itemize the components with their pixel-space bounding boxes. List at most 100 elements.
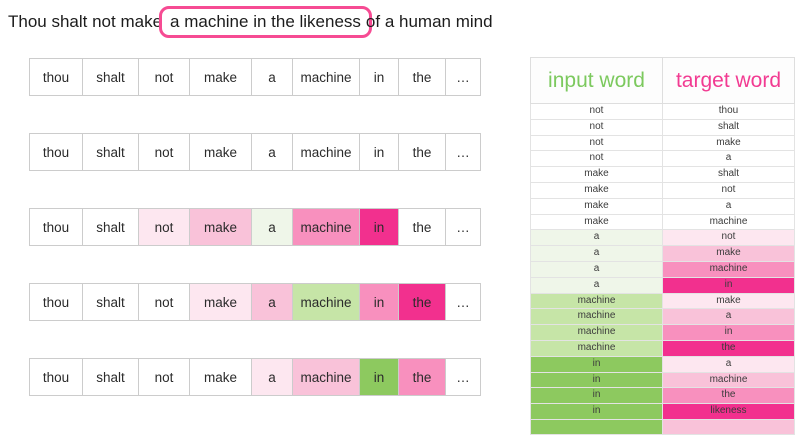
strip-cell: a [251, 133, 293, 171]
input-word-cell: a [530, 245, 663, 262]
strip-cell: make [189, 208, 252, 246]
strip-cell: … [445, 283, 481, 321]
strip-cell: shalt [82, 283, 139, 321]
strip-cell: not [138, 208, 190, 246]
strip-cell: thou [29, 283, 83, 321]
input-word-cell: not [530, 150, 663, 168]
target-word-cell: the [662, 387, 795, 405]
strip-cell: not [138, 58, 190, 96]
strip-cell: … [445, 358, 481, 396]
strip-cell: the [398, 133, 446, 171]
input-word-cell: machine [530, 292, 663, 310]
input-word-cell: not [530, 103, 663, 120]
target-word-cell [662, 418, 795, 435]
input-word-cell: a [530, 260, 663, 278]
strip-cell: shalt [82, 133, 139, 171]
target-word-header: target word [662, 57, 795, 104]
strip-cell: machine [292, 208, 360, 246]
input-word-cell: make [530, 213, 663, 231]
strip-cell: in [359, 283, 399, 321]
sentence-boxed: a machine in the likeness [170, 12, 361, 31]
input-word-cell: make [530, 166, 663, 183]
window-highlight-box: a machine in the likeness [159, 6, 372, 38]
strip-cell: the [398, 358, 446, 396]
input-word-cell: machine [530, 324, 663, 341]
input-word-cell: make [530, 181, 663, 199]
strip-cell: machine [292, 358, 360, 396]
strip-cell: shalt [82, 58, 139, 96]
strip-cell: in [359, 133, 399, 171]
target-word-cell: make [662, 292, 795, 310]
strip-cell: thou [29, 133, 83, 171]
target-word-cell: likeness [662, 403, 795, 420]
strip-cell: make [189, 58, 252, 96]
strip-cell: a [251, 58, 293, 96]
input-word-cell: not [530, 118, 663, 136]
input-word-cell: not [530, 134, 663, 152]
target-word-cell: machine [662, 213, 795, 231]
target-word-cell: a [662, 197, 795, 215]
strip-cell: not [138, 133, 190, 171]
target-word-cell: a [662, 150, 795, 168]
input-word-cell: a [530, 229, 663, 247]
sentence-title: Thou shalt not make a machine in the lik… [8, 6, 493, 38]
target-word-cell: not [662, 181, 795, 199]
strip-cell: thou [29, 208, 83, 246]
target-word-cell: shalt [662, 166, 795, 183]
target-word-cell: a [662, 308, 795, 326]
strip-cell: a [251, 283, 293, 321]
target-word-cell: a [662, 355, 795, 373]
input-word-cell: machine [530, 339, 663, 357]
strip-cell: in [359, 58, 399, 96]
strip-cell: the [398, 208, 446, 246]
input-word-cell: machine [530, 308, 663, 326]
target-word-cell: machine [662, 371, 795, 389]
target-word-cell: thou [662, 103, 795, 120]
strip-cell: not [138, 283, 190, 321]
input-word-cell: in [530, 355, 663, 373]
strip-cell: machine [292, 58, 360, 96]
strip-cell: machine [292, 283, 360, 321]
input-word-header: input word [530, 57, 663, 104]
strip-cell: … [445, 133, 481, 171]
input-word-cell: a [530, 276, 663, 294]
target-word-cell: not [662, 229, 795, 247]
strip-cell: a [251, 208, 293, 246]
strip-cell: shalt [82, 208, 139, 246]
strip-cell: machine [292, 133, 360, 171]
table-header-row: input word target word [530, 57, 795, 104]
strip-cell: not [138, 358, 190, 396]
strip-cell: make [189, 358, 252, 396]
strip-cell: a [251, 358, 293, 396]
strip-cell: make [189, 283, 252, 321]
input-word-cell: make [530, 197, 663, 215]
target-word-cell: make [662, 134, 795, 152]
strip-cell: thou [29, 358, 83, 396]
table-row [530, 418, 795, 435]
strip-cell: … [445, 58, 481, 96]
target-word-cell: in [662, 276, 795, 294]
strip-cell: in [359, 208, 399, 246]
strip-cell: make [189, 133, 252, 171]
